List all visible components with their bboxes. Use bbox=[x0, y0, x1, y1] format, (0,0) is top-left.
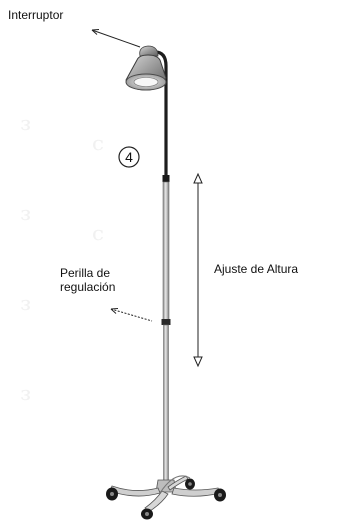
watermark-glyph: ᶜ bbox=[92, 130, 104, 170]
knob-label: Perilla de regulación bbox=[60, 266, 150, 294]
watermark-glyph: ᶟ bbox=[20, 380, 32, 420]
height-collar bbox=[162, 175, 170, 182]
switch-leader bbox=[91, 29, 141, 48]
step-number-circle bbox=[118, 146, 140, 168]
height-arrow bbox=[193, 172, 203, 368]
knob-label-line2: regulación bbox=[60, 280, 116, 294]
base bbox=[109, 475, 221, 512]
regulation-knob bbox=[161, 319, 171, 325]
watermark-glyph: ᶜ bbox=[92, 220, 104, 260]
switch-label: Interruptor bbox=[8, 8, 64, 22]
height-adjust-label: Ajuste de Altura bbox=[214, 262, 299, 276]
lamp-shade bbox=[125, 45, 167, 91]
pole-lower bbox=[163, 324, 169, 486]
knob-leader-arrow bbox=[110, 308, 119, 314]
caster-wheels bbox=[106, 478, 226, 520]
switch-leader-arrow bbox=[91, 29, 100, 35]
pole-upper bbox=[162, 181, 170, 321]
knob-leader bbox=[110, 308, 153, 322]
step-number: 4 bbox=[125, 149, 133, 165]
watermark-glyph: ᶟ bbox=[20, 110, 32, 150]
watermark-glyph: ᶟ bbox=[20, 200, 32, 240]
knob-label-line1: Perilla de bbox=[60, 266, 111, 280]
watermark-glyph: ᶟ bbox=[20, 290, 32, 330]
